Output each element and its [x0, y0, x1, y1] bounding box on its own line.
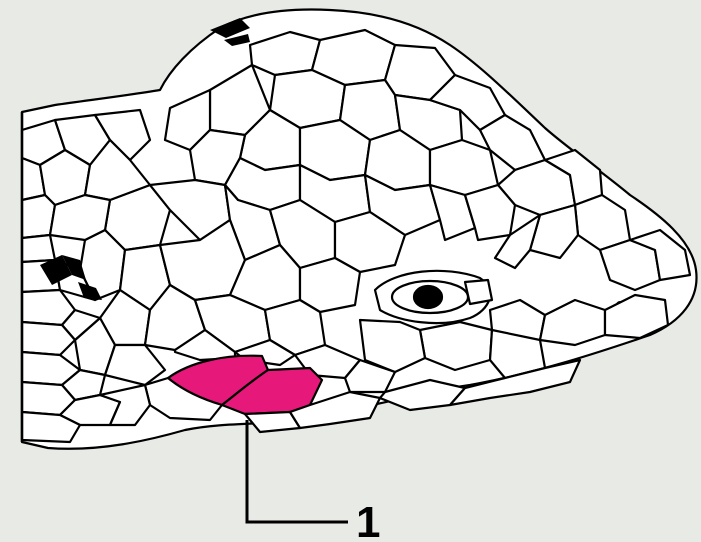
eye-region	[375, 271, 492, 323]
callout-label-1: 1	[356, 498, 380, 542]
eye-pupil	[414, 286, 442, 308]
